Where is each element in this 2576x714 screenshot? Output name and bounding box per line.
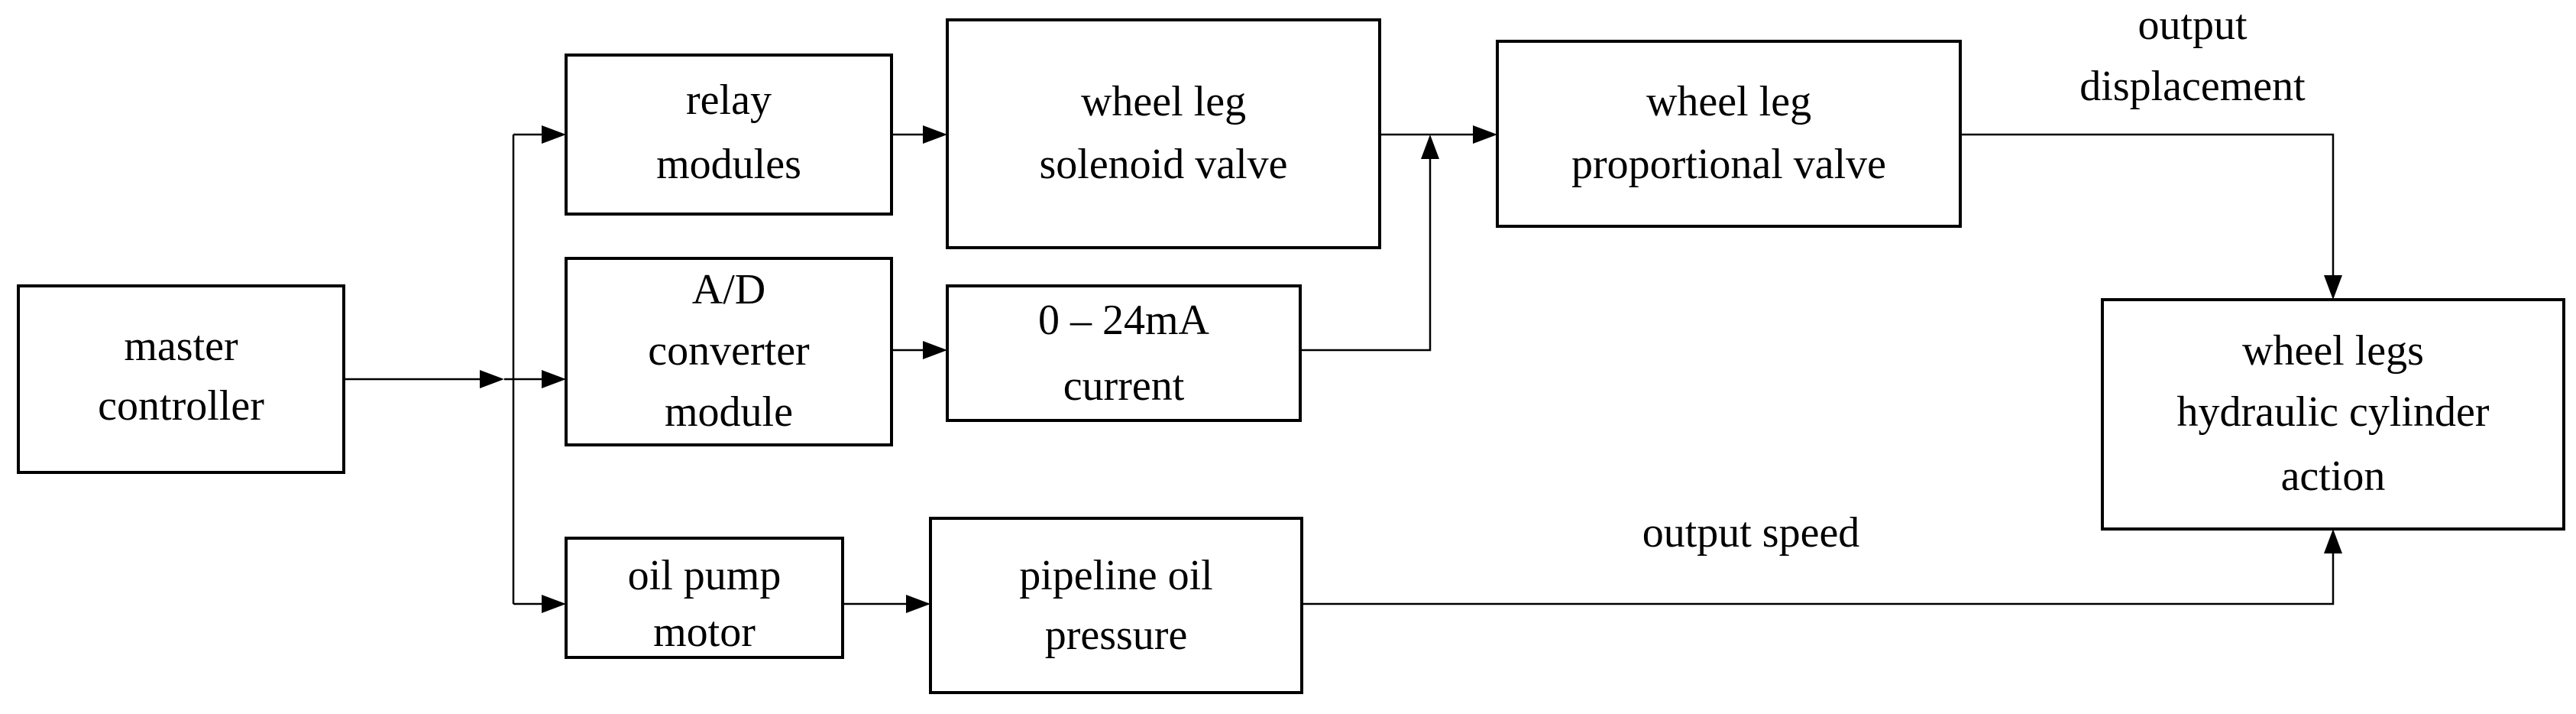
output-displacement-label: output displacement <box>2079 2 2306 110</box>
hydraulic-cylinder-action-block: wheel legs hydraulic cylinder action <box>2101 298 2565 531</box>
solenoid-valve-block: wheel leg solenoid valve <box>946 18 1381 249</box>
ad-converter-label-line1: A/D <box>692 266 765 313</box>
connector-pipeline-to-cylinder <box>1302 529 2342 605</box>
output-displacement-line1: output <box>2137 2 2248 49</box>
pipeline-oil-pressure-label-line1: pipeline oil <box>1019 552 1213 599</box>
ad-converter-module-block: A/D converter module <box>565 257 893 446</box>
connector-bus-to-adc <box>513 370 566 388</box>
hydraulic-cylinder-label-line3: action <box>2281 453 2386 500</box>
output-speed-line1: output speed <box>1642 509 1860 557</box>
connector-proportional-to-cylinder <box>1960 133 2342 300</box>
connector-solenoid-to-proportional <box>1380 125 1497 144</box>
master-controller-block: master controller <box>17 284 345 474</box>
output-speed-label: output speed <box>1642 509 1860 557</box>
ad-converter-label-line3: module <box>665 388 793 436</box>
current-source-block: 0 – 24mA current <box>946 284 1302 422</box>
master-controller-label-line1: master <box>124 323 238 370</box>
solenoid-valve-label-line1: wheel leg <box>1081 78 1246 125</box>
connector-oil-pump-to-pipeline <box>843 595 930 613</box>
connector-current-to-proportional <box>1300 135 1439 352</box>
connector-relay-to-solenoid <box>892 125 947 144</box>
connector-adc-to-current <box>892 341 947 359</box>
oil-pump-motor-label-line2: motor <box>653 609 756 656</box>
connector-master-to-bus <box>344 370 513 388</box>
connector-bus-to-relay <box>513 125 566 144</box>
master-controller-label-line2: controller <box>98 382 264 430</box>
oil-pump-motor-block: oil pump motor <box>565 537 844 659</box>
relay-modules-block: relay modules <box>565 54 893 216</box>
current-source-label-line2: current <box>1063 362 1185 410</box>
relay-modules-label-line2: modules <box>656 141 801 188</box>
proportional-valve-block: wheel leg proportional valve <box>1496 40 1962 228</box>
ad-converter-label-line2: converter <box>648 327 810 375</box>
proportional-valve-label-line2: proportional valve <box>1571 141 1886 188</box>
pipeline-oil-pressure-block: pipeline oil pressure <box>929 517 1303 694</box>
solenoid-valve-label-line2: solenoid valve <box>1039 141 1287 188</box>
proportional-valve-label-line1: wheel leg <box>1646 78 1811 125</box>
relay-modules-label-line1: relay <box>686 76 772 124</box>
current-source-label-line1: 0 – 24mA <box>1038 297 1210 344</box>
pipeline-oil-pressure-label-line2: pressure <box>1045 612 1188 659</box>
connector-bus-to-oil-pump <box>513 595 566 613</box>
hydraulic-cylinder-label-line2: hydraulic cylinder <box>2177 388 2490 436</box>
oil-pump-motor-label-line1: oil pump <box>628 552 782 599</box>
hydraulic-cylinder-label-line1: wheel legs <box>2242 327 2424 375</box>
output-displacement-line2: displacement <box>2079 63 2306 110</box>
